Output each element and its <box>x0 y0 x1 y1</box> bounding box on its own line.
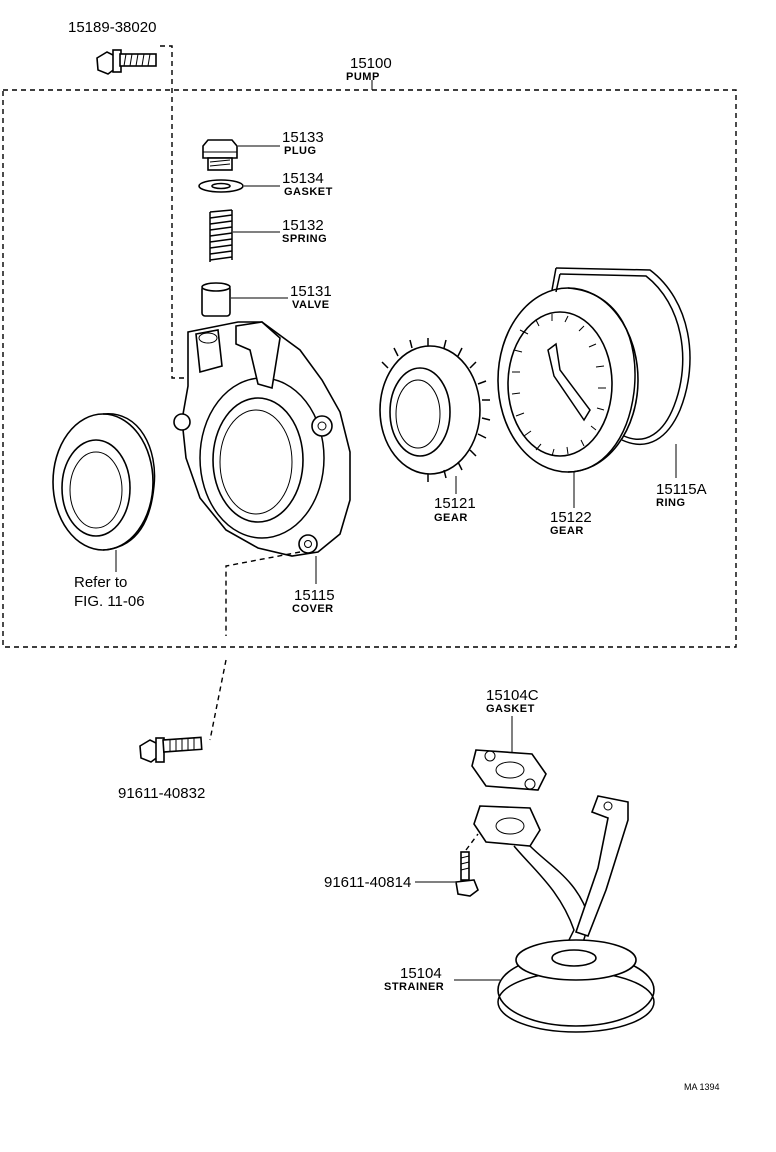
gasket-plug-number: 15134 <box>282 170 324 187</box>
gear-driven-name: GEAR <box>550 525 584 537</box>
pump-number: 15100 <box>350 55 392 72</box>
valve-15131 <box>201 282 231 317</box>
seal-ref-line1: Refer to <box>74 574 127 591</box>
plug-name: PLUG <box>284 145 317 157</box>
strainer-name: STRAINER <box>384 981 444 993</box>
ring-15115a <box>551 267 691 445</box>
bolt-15189-38020 <box>96 49 157 75</box>
bolt-mid-number: 91611-40832 <box>118 785 205 802</box>
bolt-top-number: 15189-38020 <box>68 19 156 36</box>
gasket-strainer-name: GASKET <box>486 703 535 715</box>
cover-name: COVER <box>292 603 334 615</box>
gear-15122 <box>497 287 639 473</box>
valve-name: VALVE <box>292 299 330 311</box>
bolt-mid-guide-line <box>225 551 301 636</box>
cover-number: 15115 <box>294 587 335 604</box>
gasket-15104c <box>471 749 547 791</box>
ring-number: 15115A <box>656 481 707 498</box>
strainer-number: 15104 <box>400 965 442 982</box>
bolt-91611-40832 <box>139 736 203 763</box>
plug-15133 <box>202 139 238 171</box>
gear-drive-number: 15121 <box>434 495 476 512</box>
spring-number: 15132 <box>282 217 324 234</box>
gear-driven-number: 15122 <box>550 509 592 526</box>
spring-name: SPRING <box>282 233 327 245</box>
gasket-15134 <box>198 179 244 193</box>
pump-assembly-boundary <box>2 89 737 648</box>
pump-name: PUMP <box>346 71 380 83</box>
gear-drive-name: GEAR <box>434 512 468 524</box>
bolt-top-guide-line <box>160 45 196 379</box>
drawing-code: MA 1394 <box>684 1082 720 1092</box>
valve-number: 15131 <box>290 283 332 300</box>
oil-seal-ref <box>52 413 156 551</box>
bolt-91611-40814 <box>455 851 479 897</box>
seal-ref-line2: FIG. 11-06 <box>74 593 145 610</box>
cover-15115 <box>173 321 351 557</box>
gasket-strainer-number: 15104C <box>486 687 539 704</box>
bolt-strainer-number: 91611-40814 <box>324 874 411 891</box>
ring-name: RING <box>656 497 686 509</box>
gasket-plug-name: GASKET <box>284 186 333 198</box>
strainer-15104 <box>473 795 655 1033</box>
gear-15121 <box>379 338 491 482</box>
spring-15132 <box>209 209 233 262</box>
plug-number: 15133 <box>282 129 324 146</box>
